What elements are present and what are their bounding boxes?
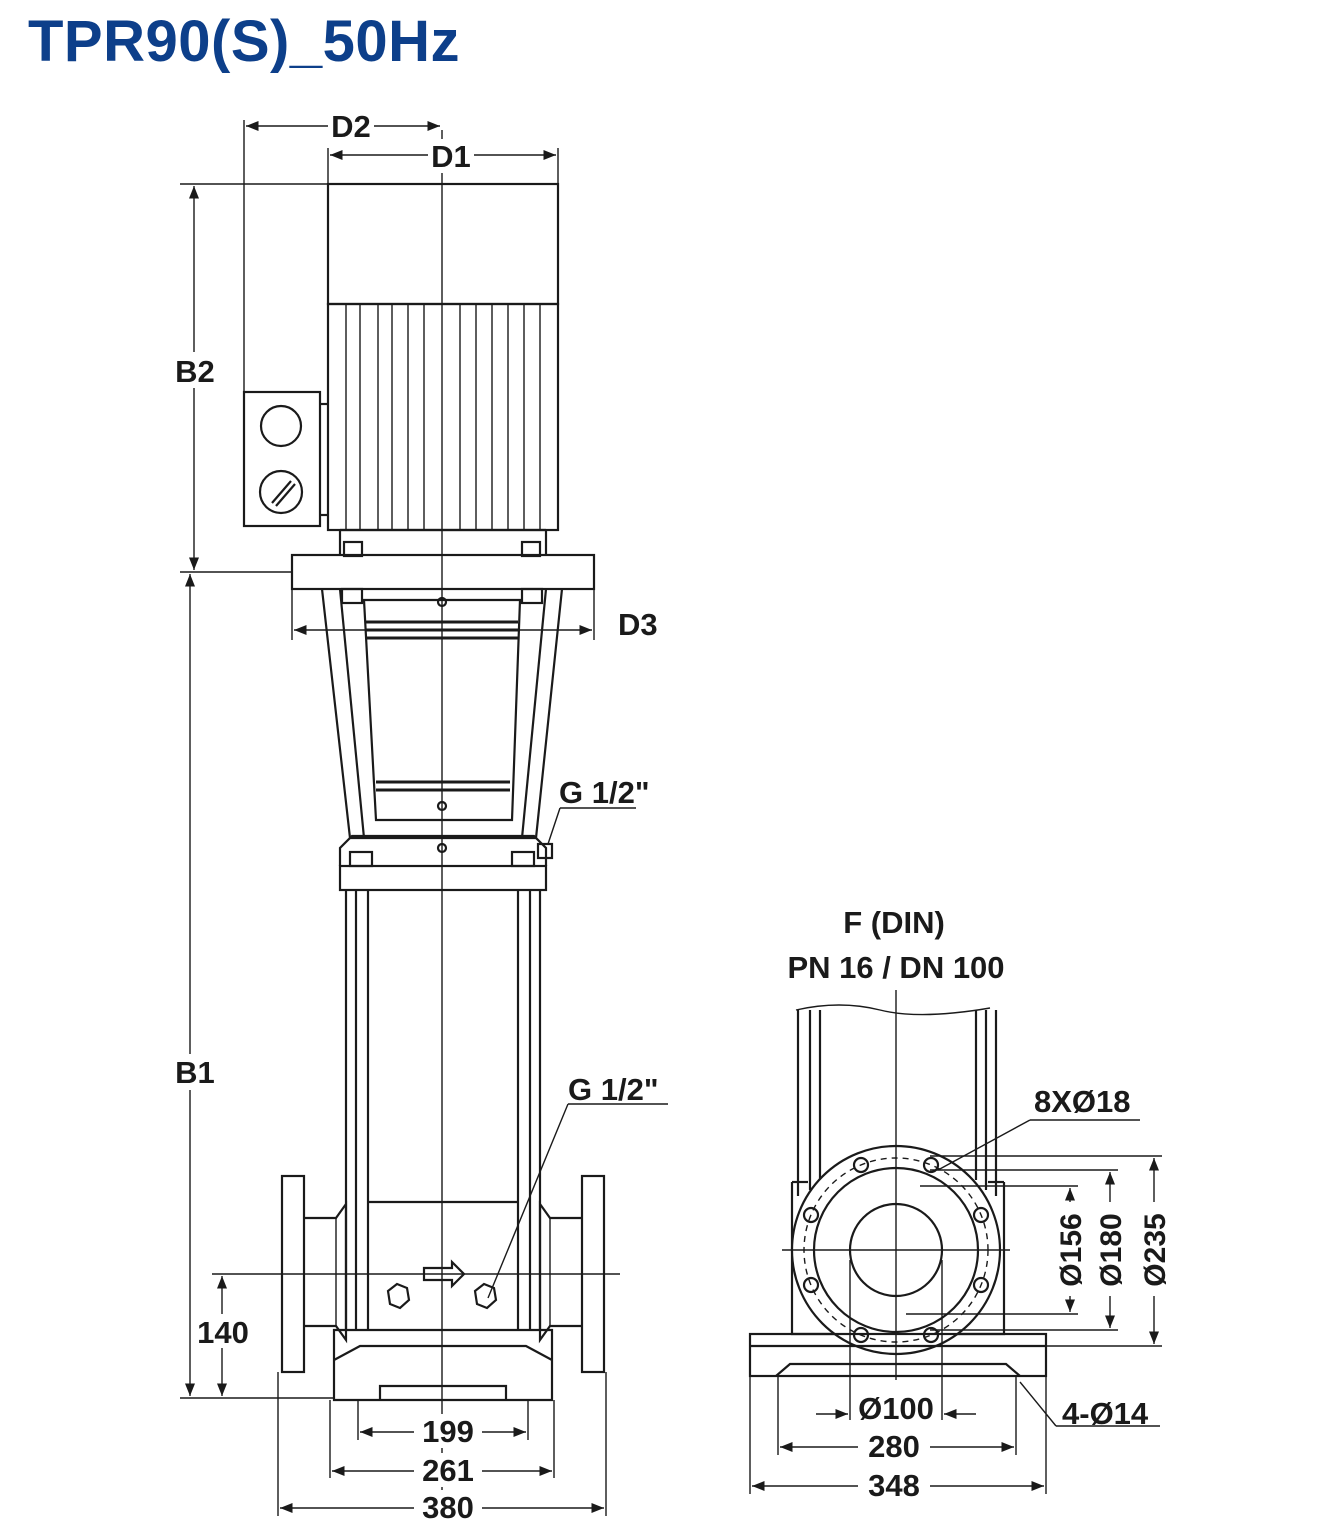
dim-label-d235: Ø235: [1139, 1213, 1172, 1286]
drain-plug-icon: [386, 1282, 411, 1310]
label-g-half-upper: G 1/2": [559, 775, 650, 810]
dim-label-380: 380: [422, 1490, 474, 1525]
cable-gland-icon: [259, 404, 303, 448]
flow-direction-arrow-icon: [422, 1259, 466, 1289]
dim-label-d100: Ø100: [858, 1391, 934, 1426]
dim-label-140: 140: [197, 1315, 249, 1350]
drain-plug-icon: [473, 1282, 498, 1310]
dim-label-b1: B1: [175, 1055, 215, 1090]
pump-sleeve: [344, 890, 542, 1330]
label-g-half-lower: G 1/2": [568, 1072, 659, 1107]
terminal-box: [242, 390, 322, 528]
dim-label-d2: D2: [331, 109, 371, 144]
dim-label-280: 280: [868, 1429, 920, 1464]
flange-type-label: F (DIN): [843, 905, 945, 940]
dim-label-b2: B2: [175, 354, 215, 389]
page-title: TPR90(S)_50Hz: [28, 9, 460, 74]
base-plate: [748, 1332, 1048, 1378]
pump-head: [338, 834, 548, 866]
motor-fins: [345, 304, 541, 530]
motor-fan-cover: [326, 182, 560, 306]
motor-stool: [320, 588, 564, 840]
motor-stool-flange: [290, 553, 596, 591]
front-view: D2 D1 D3 B2 B1 140 G 1/2" G 1/2" 199 261…: [172, 108, 668, 1525]
dim-label-d156: Ø156: [1055, 1213, 1088, 1286]
dim-label-348: 348: [868, 1468, 920, 1503]
flange-spec-label: PN 16 / DN 100: [787, 950, 1004, 985]
vent-plug-icon: [536, 842, 554, 860]
flange-side-view: F (DIN) PN 16 / DN 100: [748, 905, 1174, 1503]
base-holes-label: 4-Ø14: [1062, 1396, 1149, 1431]
stool-window: [362, 598, 522, 822]
dim-label-d3: D3: [618, 607, 658, 642]
dim-label-261: 261: [422, 1453, 474, 1488]
pump-base: [332, 1328, 554, 1402]
dim-label-199: 199: [422, 1414, 474, 1449]
cable-gland-icon: [258, 469, 304, 515]
dim-label-d1: D1: [431, 139, 471, 174]
dim-label-d180: Ø180: [1095, 1213, 1128, 1286]
bolt-holes-label: 8XØ18: [1034, 1084, 1131, 1119]
